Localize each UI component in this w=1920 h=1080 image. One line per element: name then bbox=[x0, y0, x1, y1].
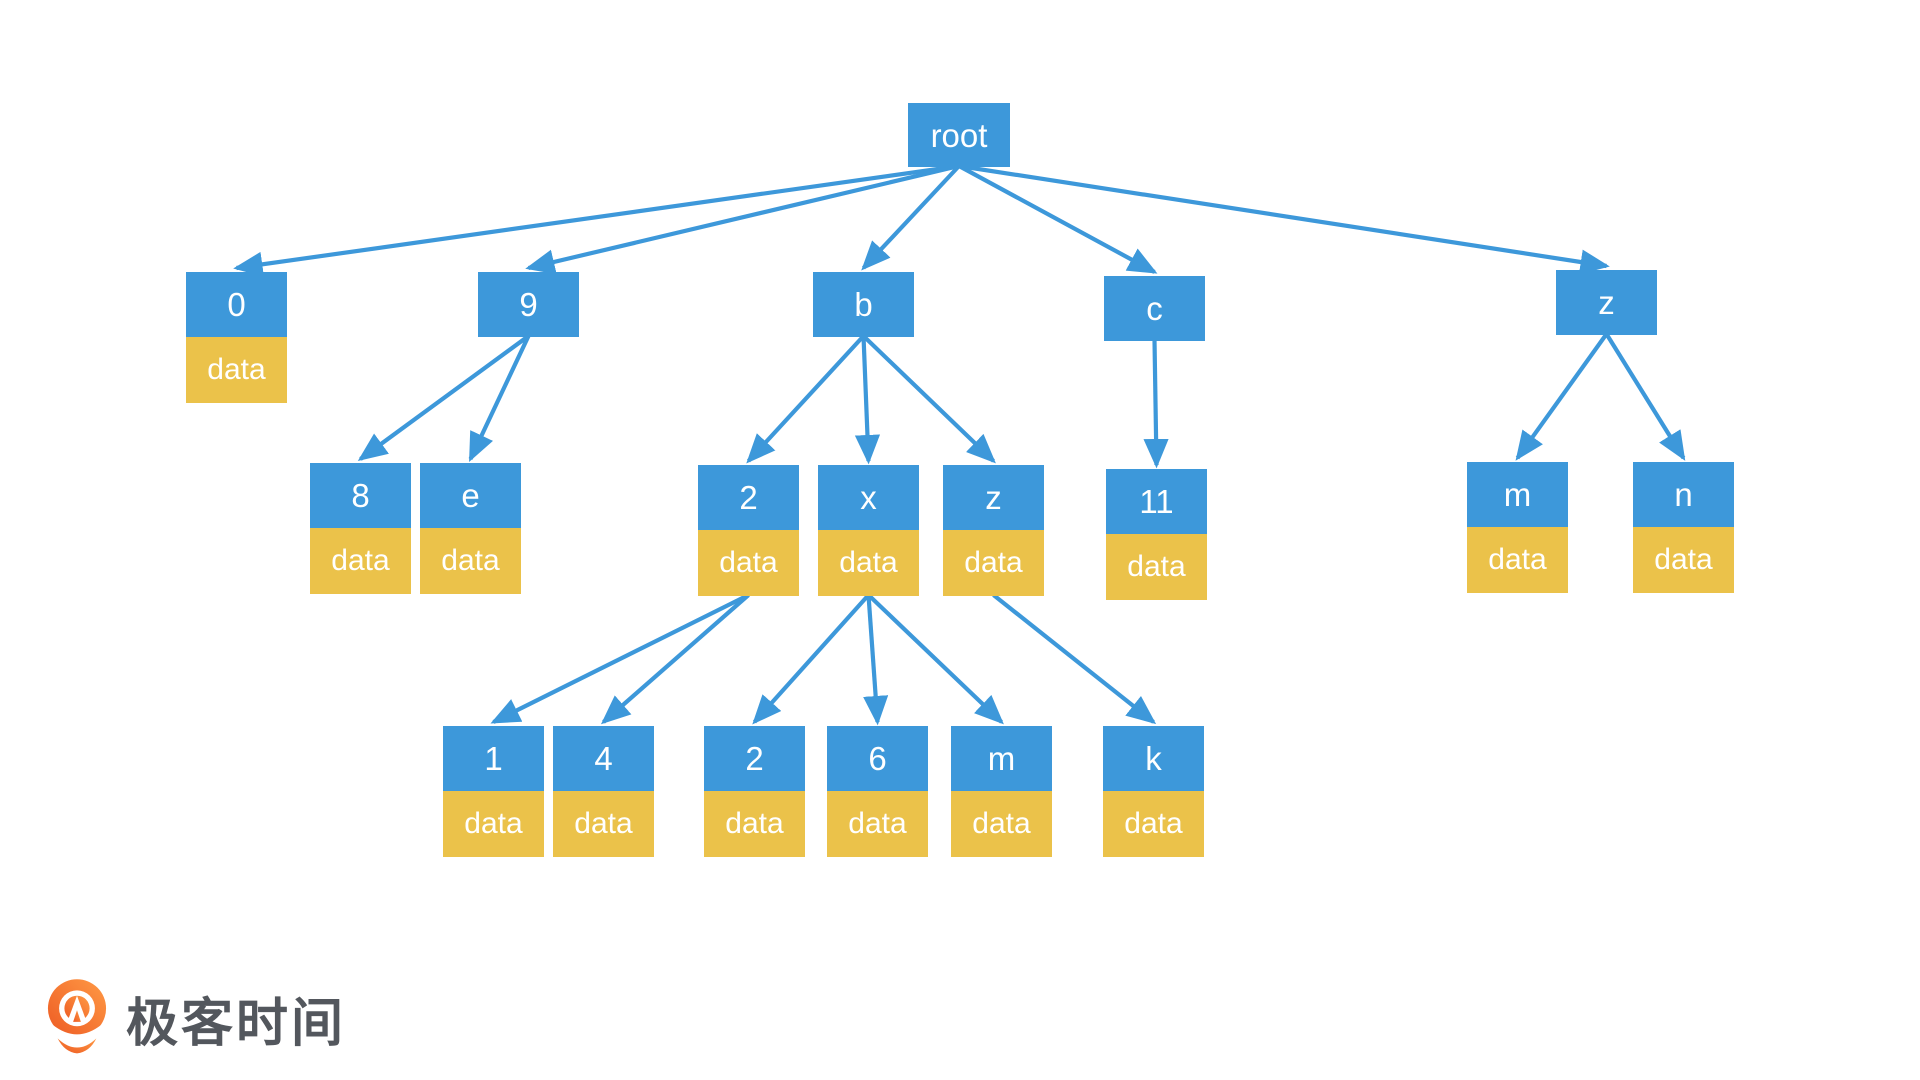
node-data-slot: data bbox=[943, 530, 1044, 596]
node-data-slot: data bbox=[1467, 527, 1568, 593]
tree-node-root: root bbox=[908, 103, 1010, 167]
node-key-label: x bbox=[818, 465, 919, 530]
node-key-label: 0 bbox=[186, 272, 287, 337]
node-key-label: 2 bbox=[704, 726, 805, 791]
node-data-slot: data bbox=[443, 791, 544, 857]
node-key-label: z bbox=[1556, 270, 1657, 335]
node-key-label: root bbox=[908, 103, 1010, 167]
node-key-label: e bbox=[420, 463, 521, 528]
node-data-slot: data bbox=[1103, 791, 1204, 857]
tree-edge-l2-z-l3-k bbox=[992, 593, 1157, 725]
tree-edge-l2-x-l3-6 bbox=[863, 594, 889, 726]
tree-edge-l1-9-l2-8 bbox=[357, 334, 530, 461]
tree-edge-l2-x-l3-2 bbox=[752, 593, 871, 725]
node-key-label: 2 bbox=[698, 465, 799, 530]
node-data-slot: data bbox=[420, 528, 521, 594]
tree-edge-root-l1-z bbox=[958, 163, 1610, 275]
node-data-slot: data bbox=[951, 791, 1052, 857]
node-data-slot: data bbox=[186, 337, 287, 403]
node-data-slot: data bbox=[310, 528, 411, 594]
tree-edge-root-l1-9 bbox=[525, 163, 960, 275]
tree-edge-root-l1-c bbox=[957, 164, 1158, 274]
tree-edge-l1-b-l2-x bbox=[854, 335, 881, 465]
node-data-slot: data bbox=[1633, 527, 1734, 593]
node-data-slot: data bbox=[1106, 534, 1207, 600]
node-key-label: 9 bbox=[478, 272, 579, 337]
geektime-logo-icon bbox=[47, 979, 107, 1054]
tree-node-l1-b: b bbox=[813, 272, 914, 337]
node-key-label: 1 bbox=[443, 726, 544, 791]
node-key-label: n bbox=[1633, 462, 1734, 527]
node-key-label: 8 bbox=[310, 463, 411, 528]
tree-edge-l2-2-l3-1 bbox=[490, 593, 750, 724]
tree-edge-l2-x-l3-m bbox=[867, 593, 1004, 725]
tree-node-l1-c: c bbox=[1104, 276, 1205, 341]
tree-edge-l1-c-l2-11 bbox=[1143, 339, 1169, 469]
tree-edge-l1-b-l2-z bbox=[862, 334, 996, 464]
tree-edge-root-l1-0 bbox=[233, 163, 960, 277]
node-key-label: 4 bbox=[553, 726, 654, 791]
node-data-slot: data bbox=[704, 791, 805, 857]
node-data-slot: data bbox=[553, 791, 654, 857]
tree-node-l1-9: 9 bbox=[478, 272, 579, 337]
node-data-slot: data bbox=[818, 530, 919, 596]
node-key-label: m bbox=[951, 726, 1052, 791]
node-key-label: m bbox=[1467, 462, 1568, 527]
tree-edge-l1-b-l2-2 bbox=[746, 334, 866, 464]
geektime-logo-text: 极客时间 bbox=[126, 994, 347, 1053]
node-key-label: c bbox=[1104, 276, 1205, 341]
tree-node-l1-z: z bbox=[1556, 270, 1657, 335]
tree-edge-l1-z-l2-m bbox=[1515, 332, 1609, 461]
tree-edge-l1-9-l2-e bbox=[468, 335, 531, 463]
node-key-label: z bbox=[943, 465, 1044, 530]
node-key-label: b bbox=[813, 272, 914, 337]
tree-edge-l1-z-l2-n bbox=[1604, 332, 1686, 461]
node-data-slot: data bbox=[827, 791, 928, 857]
node-data-slot: data bbox=[698, 530, 799, 596]
geektime-logo: 极客时间 bbox=[46, 978, 346, 1058]
tree-edge-l2-2-l3-4 bbox=[600, 593, 750, 725]
tree-edge-root-l1-b bbox=[861, 164, 961, 271]
node-key-label: 6 bbox=[827, 726, 928, 791]
node-key-label: k bbox=[1103, 726, 1204, 791]
node-key-label: 11 bbox=[1106, 469, 1207, 534]
